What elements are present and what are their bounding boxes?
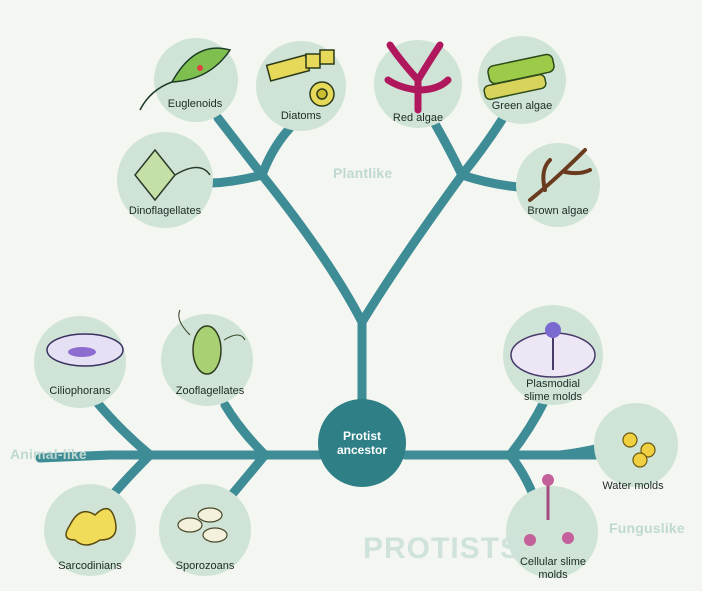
label-sporozoans: Sporozoans	[176, 560, 235, 573]
center-label: Protist ancestor	[337, 429, 387, 457]
label-red-algae: Red algae	[393, 112, 443, 125]
label-sarcodinians: Sarcodinians	[58, 560, 122, 573]
label-dinoflagellates: Dinoflagellates	[129, 205, 201, 218]
center-label-line1: Protist	[337, 429, 387, 443]
node-water-molds	[594, 403, 678, 487]
label-green-algae: Green algae	[492, 100, 553, 113]
zooflagellates-twig	[225, 405, 265, 455]
label-plasmodial-line1: Plasmodial	[524, 378, 582, 391]
euglenoids-twig	[218, 118, 262, 175]
group-label-funguslike: Funguslike	[609, 520, 685, 536]
label-brown-algae: Brown algae	[527, 205, 588, 218]
label-cellular-line2: molds	[520, 569, 586, 582]
label-euglenoids: Euglenoids	[168, 98, 222, 111]
greenalgae-twig	[462, 110, 508, 175]
label-diatoms: Diatoms	[281, 110, 321, 123]
ciliophoran-glyph	[47, 334, 123, 366]
group-label-plantlike: Plantlike	[333, 165, 392, 181]
dinoflagellates-twig	[212, 175, 262, 183]
plantlike-left-branch	[262, 175, 362, 322]
label-cellular: Cellular slime molds	[520, 556, 586, 582]
label-plasmodial-line2: slime molds	[524, 391, 582, 404]
ciliophorans-twig	[95, 400, 150, 455]
label-plasmodial: Plasmodial slime molds	[524, 378, 582, 404]
label-water-molds: Water molds	[602, 480, 663, 493]
label-cellular-line1: Cellular slime	[520, 556, 586, 569]
label-ciliophorans: Ciliophorans	[49, 385, 110, 398]
plasmodial-twig	[510, 400, 545, 455]
center-label-line2: ancestor	[337, 443, 387, 457]
plantlike-right-branch	[362, 175, 462, 322]
group-label-animal-like: Animal-like	[10, 446, 87, 462]
label-zooflagellates: Zooflagellates	[176, 385, 245, 398]
diagram-title: PROTISTS	[363, 532, 521, 566]
